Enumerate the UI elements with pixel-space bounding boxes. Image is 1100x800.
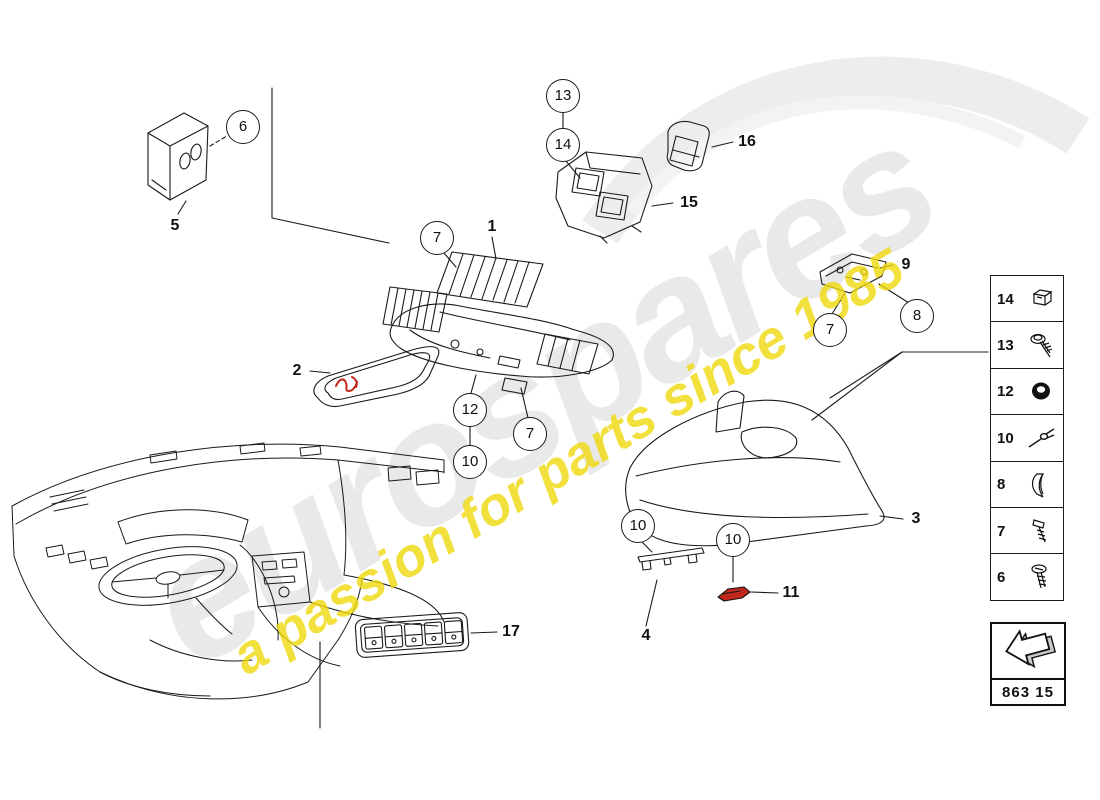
- callout-circle-7c[interactable]: 7: [513, 417, 547, 451]
- legend-number: 13: [997, 336, 1014, 354]
- screw-icon: [1031, 564, 1047, 589]
- legend-number: 7: [997, 522, 1006, 540]
- part-4-drawing: [637, 547, 705, 571]
- part-label-4[interactable]: 4: [641, 627, 651, 644]
- part-17-drawing: [354, 612, 470, 658]
- dashboard-drawing: [11, 442, 445, 700]
- legend-number: 8: [997, 476, 1006, 494]
- part-label-11[interactable]: 11: [782, 584, 800, 601]
- leader-lines: [177, 87, 989, 729]
- callout-circle-7a[interactable]: 7: [420, 221, 454, 255]
- legend-number: 10: [997, 429, 1014, 447]
- bolt-icon: [1032, 519, 1047, 543]
- part-label-3[interactable]: 3: [911, 510, 921, 527]
- part-11-drawing: [717, 586, 751, 602]
- grommet-icon: [1032, 382, 1050, 400]
- part-5-drawing: [147, 112, 209, 201]
- callout-circle-10b[interactable]: 10: [621, 509, 655, 543]
- legend-number: 14: [997, 290, 1014, 308]
- part-1-drawing: [382, 251, 614, 395]
- callout-circle-10c[interactable]: 10: [716, 523, 750, 557]
- rivet-icon: [1028, 428, 1055, 448]
- part-label-9[interactable]: 9: [901, 256, 911, 273]
- part-label-1[interactable]: 1: [487, 218, 497, 235]
- callout-circle-12[interactable]: 12: [453, 393, 487, 427]
- spring-clip-icon: [1031, 473, 1045, 498]
- fastener-legend: 14 13 12 10: [990, 275, 1064, 602]
- legend-item-6[interactable]: 6: [990, 553, 1064, 602]
- back-arrow-icon: [992, 624, 1064, 678]
- legend-item-13[interactable]: 13: [990, 321, 1064, 370]
- part-label-17[interactable]: 17: [502, 623, 520, 640]
- part-label-2[interactable]: 2: [292, 362, 302, 379]
- diagram-code-box[interactable]: 863 15: [990, 622, 1066, 706]
- callout-circle-10a[interactable]: 10: [453, 445, 487, 479]
- legend-item-10[interactable]: 10: [990, 414, 1064, 463]
- callout-circle-14[interactable]: 14: [546, 128, 580, 162]
- screw-washer-icon: [1030, 334, 1053, 358]
- part-label-15[interactable]: 15: [680, 194, 698, 211]
- callout-circle-8[interactable]: 8: [900, 299, 934, 333]
- part-9-drawing: [819, 253, 887, 294]
- callout-circle-7b[interactable]: 7: [813, 313, 847, 347]
- legend-item-14[interactable]: 14: [990, 275, 1064, 323]
- part-16-drawing: [666, 120, 710, 172]
- legend-number: 12: [997, 383, 1014, 401]
- legend-item-12[interactable]: 12: [990, 367, 1064, 416]
- part-2-drawing: [313, 346, 440, 408]
- mount-clip-icon: [1032, 289, 1053, 306]
- callout-circle-13[interactable]: 13: [546, 79, 580, 113]
- part-label-5[interactable]: 5: [170, 217, 180, 234]
- legend-number: 6: [997, 568, 1006, 586]
- part-label-16[interactable]: 16: [738, 133, 756, 150]
- callout-circle-6[interactable]: 6: [226, 110, 260, 144]
- diagram-code: 863 15: [992, 678, 1064, 704]
- legend-item-8[interactable]: 8: [990, 460, 1064, 509]
- legend-item-7[interactable]: 7: [990, 507, 1064, 556]
- part-3-drawing: [624, 390, 885, 547]
- part-15-drawing: [555, 151, 653, 244]
